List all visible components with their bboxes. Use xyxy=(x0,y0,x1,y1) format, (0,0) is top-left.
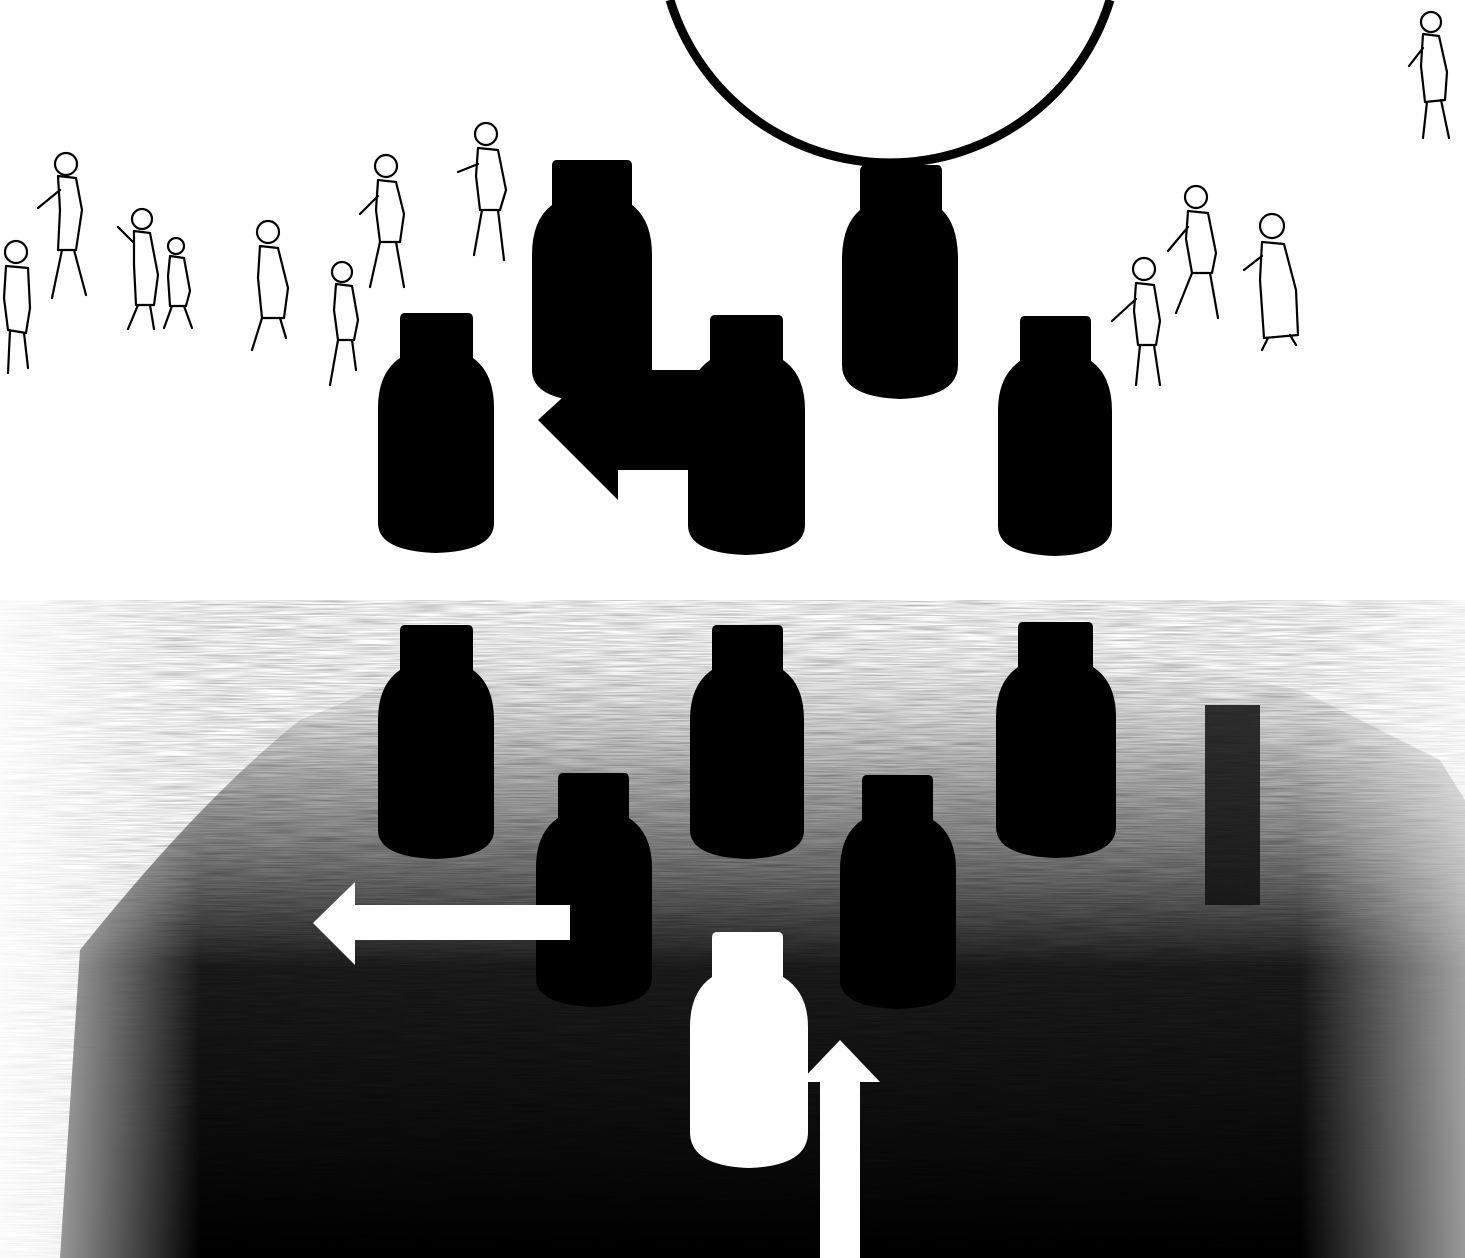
bottle-icon xyxy=(998,316,1112,556)
bottle-icon xyxy=(378,313,494,553)
person-sketch-icon xyxy=(252,221,288,350)
bottle-icon xyxy=(688,315,805,555)
person-sketch-icon xyxy=(1244,214,1298,350)
person-sketch-icon xyxy=(4,241,30,373)
person-sketch-icon xyxy=(1409,12,1449,138)
person-sketch-icon xyxy=(1112,258,1160,385)
people-group-right xyxy=(1112,12,1449,385)
person-sketch-icon xyxy=(164,238,192,328)
person-sketch-icon xyxy=(458,123,506,260)
person-sketch-icon xyxy=(1168,186,1218,318)
bottle-group-upper xyxy=(378,160,1112,556)
bottle-icon xyxy=(842,165,958,399)
ring-icon xyxy=(670,0,1110,163)
person-sketch-icon xyxy=(330,262,358,385)
person-sketch-icon xyxy=(118,209,158,329)
bottle-icon xyxy=(532,160,652,402)
person-sketch-icon xyxy=(360,155,404,287)
person-sketch-icon xyxy=(38,153,86,298)
